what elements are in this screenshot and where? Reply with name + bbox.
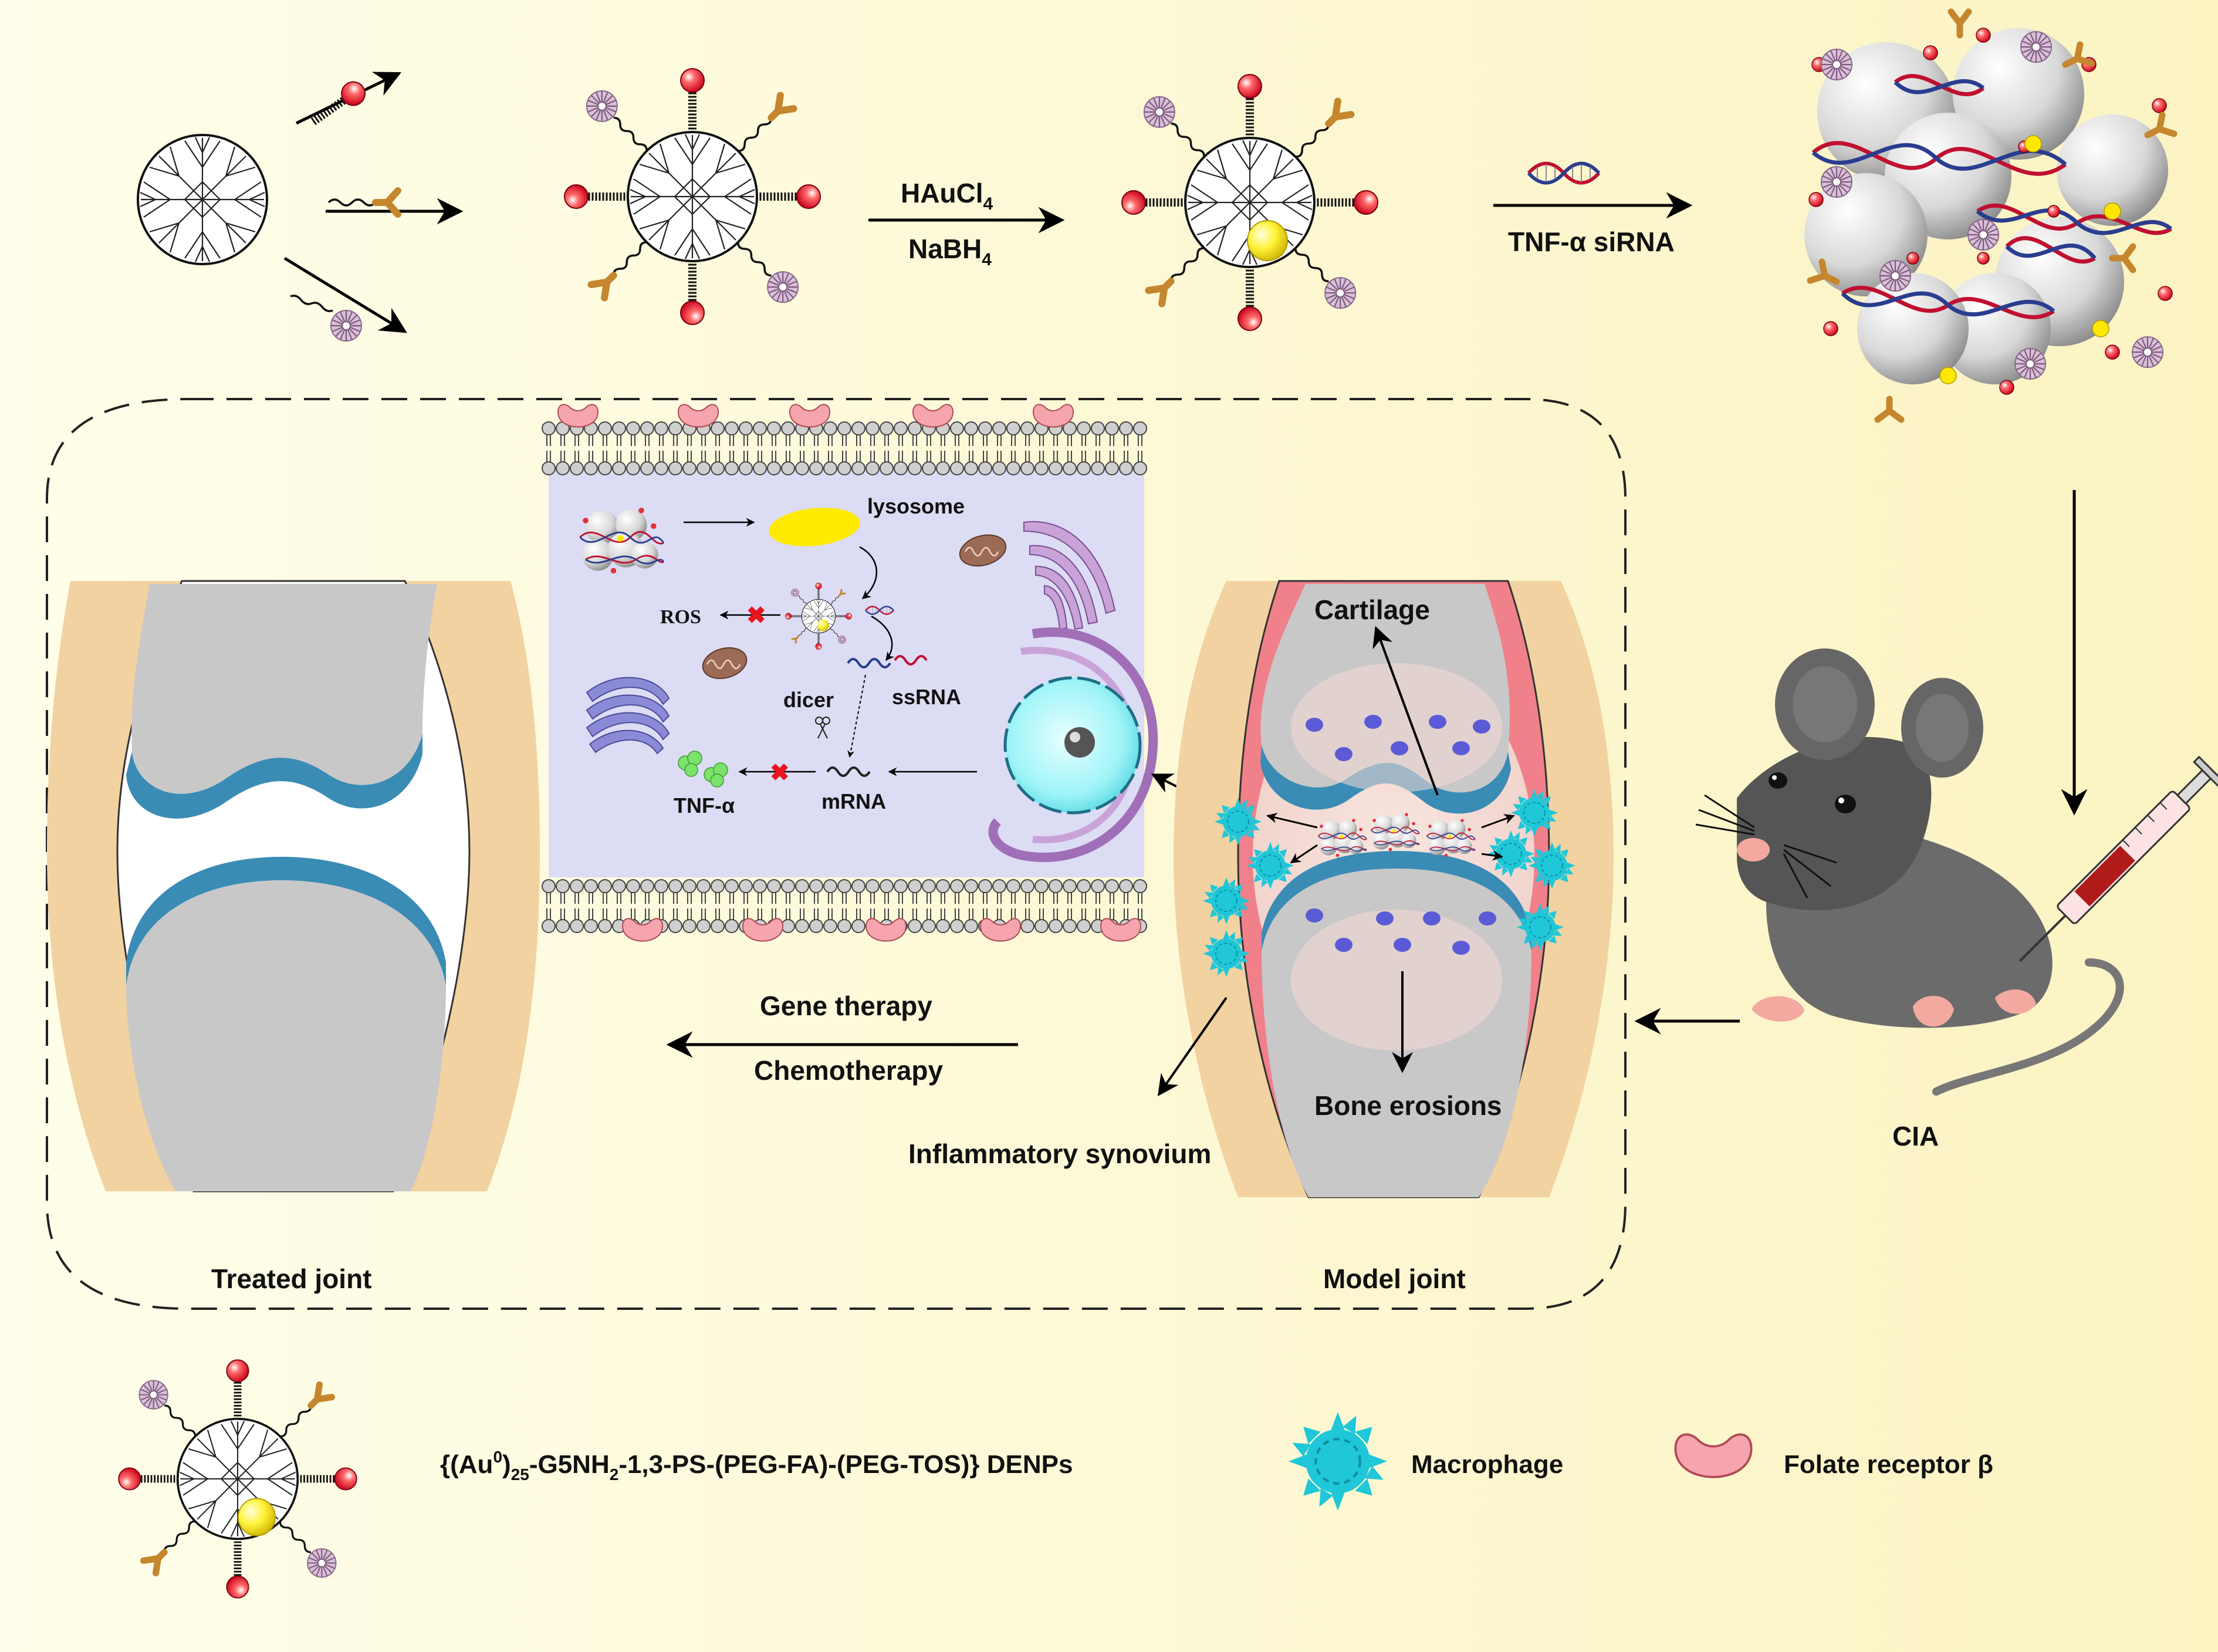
sirna-complexation-step: TNF-α siRNA [1493,164,1693,257]
treated-joint: Treated joint [47,580,540,1294]
cartilage-label: Cartilage [1314,594,1430,625]
svg-text:HAuCl4: HAuCl4 [901,178,993,214]
sirna-label: TNF-α siRNA [1508,227,1675,257]
bone-erosions-label: Bone erosions [1314,1090,1502,1121]
functionalized-dendrimer [564,69,820,325]
ros-block-icon: ✖ [746,603,766,629]
denp-suffix: -1,3-PS-(PEG-FA)-(PEG-TOS)} DENPs [618,1450,1073,1479]
treated-joint-label: Treated joint [211,1264,371,1294]
reagent-haucl4: HAuCl [901,178,983,208]
legend-denp-icon [119,1360,356,1597]
gold-reduction-step: HAuCl4 NaBH4 [868,178,1065,269]
cell-panel: lysosome ✖ ROS ssRNA dicer mRNA ✖ [542,404,1158,942]
therapy-step: Gene therapy Chemotherapy [666,991,1018,1086]
legend-receptor-label: Folate receptor β [1784,1450,1993,1479]
dicer-label: dicer [783,688,834,712]
lysosome [769,508,860,546]
tnf-block-icon: ✖ [770,760,790,786]
tnf-alpha-icon [678,751,728,788]
reagent-nabh4-subscript: 4 [982,250,992,269]
tnf-label: TNF-α [674,793,735,817]
gold-loaded-dendrimer [1122,75,1378,330]
denp-mid2: -G5NH [529,1450,610,1479]
dicer-scissors-icon [815,717,830,739]
golgi-icon [1023,521,1116,630]
inflammatory-synovium-label: Inflammatory synovium [908,1139,1211,1169]
nucleus [988,627,1158,862]
reagent-nabh4: NaBH [908,234,982,264]
bone-cells [1306,715,1496,955]
er-stack-icon [586,677,670,755]
cia-label: CIA [1892,1121,1939,1151]
process-frame [46,398,1627,1310]
ros-label: ROS [660,606,701,628]
model-joint-label: Model joint [1323,1264,1466,1294]
cia-mouse: CIA [1695,648,2218,1151]
denp-subscript1: 25 [511,1465,529,1484]
gold-nanoparticle [1247,220,1288,261]
denp-mid1: ) [502,1450,511,1479]
syringe-icon [2018,755,2218,962]
legend-denp-label: {(Au0)25-G5NH2-1,3-PS-(PEG-FA)-(PEG-TOS)… [440,1448,1073,1484]
bare-dendrimer [137,134,268,265]
denp-prefix: {(Au [440,1450,493,1479]
model-joint: Cartilage Bone erosions Inflammatory syn… [908,580,1614,1294]
reagent-haucl4-subscript: 4 [983,194,993,214]
ssrna-label: ssRNA [892,685,961,709]
denp-in-cell [785,583,851,649]
polyplex-cluster [1804,8,2178,423]
denp-superscript: 0 [493,1448,502,1466]
denp-subscript2: 2 [610,1465,619,1484]
modification-arrows [283,72,464,342]
legend-macrophage-label: Macrophage [1411,1450,1563,1479]
chemotherapy-label: Chemotherapy [754,1055,943,1086]
legend: {(Au0)25-G5NH2-1,3-PS-(PEG-FA)-(PEG-TOS)… [119,1360,1993,1597]
svg-text:NaBH4: NaBH4 [908,234,992,269]
gene-therapy-label: Gene therapy [760,991,932,1021]
mitochondrion-icon [702,534,1007,680]
mrna-label: mRNA [821,789,886,813]
lysosome-label: lysosome [867,494,965,518]
